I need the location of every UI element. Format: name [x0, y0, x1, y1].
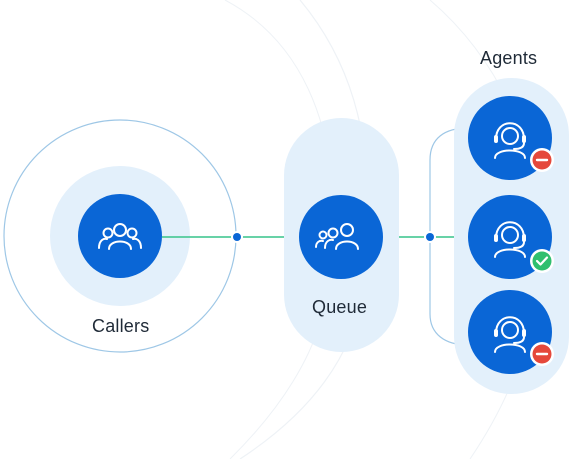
status-busy-icon	[530, 148, 554, 172]
headset-agent-icon	[494, 221, 526, 258]
agents-label: Agents	[480, 48, 538, 68]
connector-dot	[426, 233, 434, 241]
agent-1	[468, 96, 554, 180]
agent-2	[468, 195, 554, 279]
queue-node	[299, 195, 383, 279]
users-queue-icon	[315, 223, 359, 250]
users-icon	[98, 223, 142, 250]
callers-label: Callers	[92, 316, 150, 336]
headset-agent-icon	[494, 122, 526, 159]
queue-label: Queue	[312, 297, 368, 317]
agent-3	[468, 290, 554, 374]
status-busy-icon	[530, 342, 554, 366]
connector-dot	[233, 233, 241, 241]
status-available-icon	[530, 249, 554, 273]
headset-agent-icon	[494, 316, 526, 353]
